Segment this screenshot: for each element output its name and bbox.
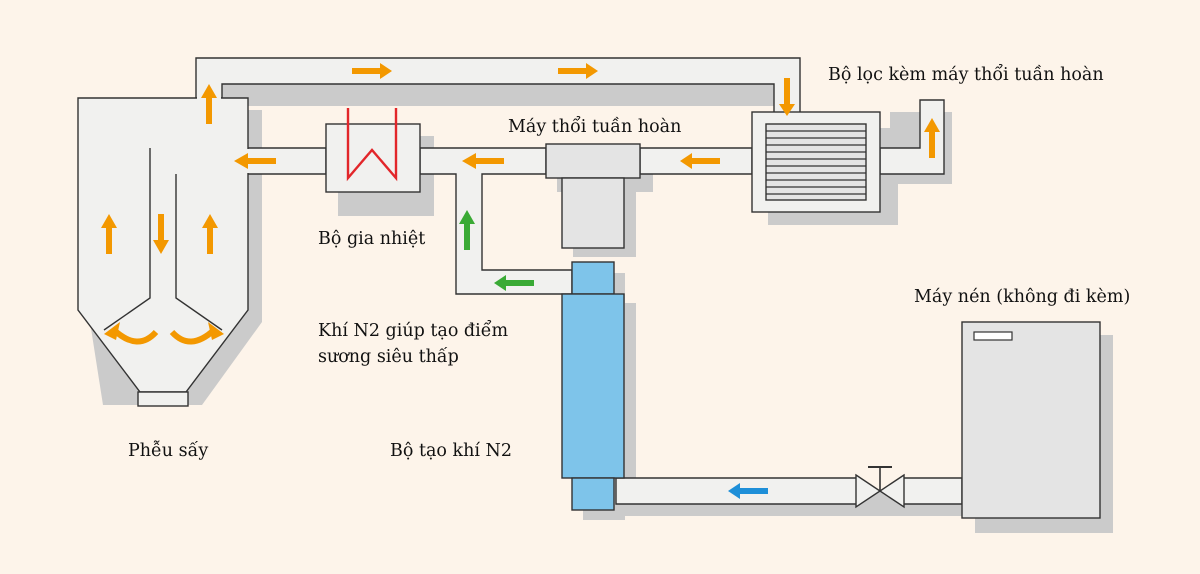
arrow-icon [201,84,217,124]
arrow-icon [462,153,504,169]
arrow-icon [494,275,534,291]
curved-arrow-icon [104,322,120,340]
arrow-icon [234,153,276,169]
n2-generator-top-cap [571,261,615,295]
arrow-icon [680,153,720,169]
arrow-icon [558,63,598,79]
arrow-icon [352,63,392,79]
blower-head [545,143,641,179]
arrow-icon [728,483,768,499]
curved-arrow-icon [111,327,159,345]
arrow-icon [153,214,169,254]
valve-icon [855,466,905,509]
heater-coil [346,108,398,182]
arrow-icon [924,118,940,158]
n2-generator-bottom-cap [571,477,615,511]
compressor-panel [973,331,1013,341]
heater-box [325,123,421,193]
curved-arrow-icon [208,322,224,340]
filter-fins [766,130,866,195]
hopper-discharge [137,391,189,407]
flow-arrows [101,63,940,499]
n2-generator-body [561,293,625,479]
equipment [77,96,1101,519]
arrow-icon [101,214,117,254]
filter-element [765,123,867,201]
curved-arrow-icon [169,327,217,345]
circulation-blower-label: Máy thổi tuần hoàn [508,117,682,137]
compressor [961,321,1101,519]
compressor-label: Máy nén (không đi kèm) [914,287,1131,307]
hopper-inner-duct [103,148,223,331]
blower-body [561,177,625,249]
filter-with-blower-label: Bộ lọc kèm máy thổi tuần hoàn [828,65,1104,85]
compressor-inlet-pipe [901,477,963,505]
n2-note-label: Khí N2 giúp tạo điểm sương siêu thấp [318,321,509,367]
arrow-icon [459,210,475,250]
arrow-icon [202,214,218,254]
arrow-icon [779,78,795,116]
n2-generator-label: Bộ tạo khí N2 [390,441,513,461]
heater-label: Bộ gia nhiệt [318,229,426,249]
dryer-hopper-label: Phễu sấy [128,441,209,461]
